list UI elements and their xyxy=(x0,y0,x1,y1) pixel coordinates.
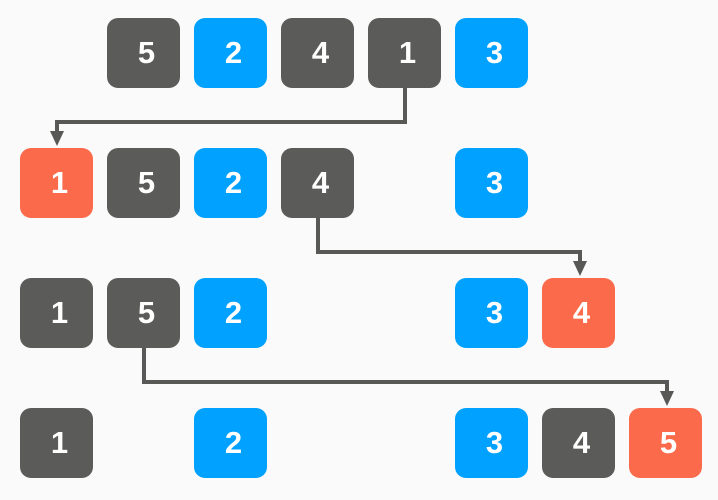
array-cell-value: 1 xyxy=(50,294,69,330)
array-cell[interactable]: 1 xyxy=(368,18,441,88)
array-cell[interactable]: 2 xyxy=(194,18,267,88)
array-cell-value: 2 xyxy=(224,34,243,70)
array-cell[interactable]: 5 xyxy=(107,148,180,218)
array-cell-value: 4 xyxy=(311,34,330,70)
array-cell-value: 2 xyxy=(224,294,243,330)
connector-arrow xyxy=(50,88,407,146)
array-cell-value: 5 xyxy=(137,294,156,330)
array-cell-value: 4 xyxy=(311,164,330,200)
array-cell[interactable]: 4 xyxy=(542,408,615,478)
array-cell[interactable]: 1 xyxy=(20,278,93,348)
array-cell[interactable]: 4 xyxy=(542,278,615,348)
array-cell-value: 4 xyxy=(572,424,591,460)
arrowhead-icon xyxy=(573,261,587,276)
array-cell[interactable]: 3 xyxy=(455,408,528,478)
array-cell[interactable]: 5 xyxy=(107,18,180,88)
connector-arrow xyxy=(316,218,587,276)
array-cell-value: 3 xyxy=(485,164,504,200)
array-cell-value: 5 xyxy=(137,34,156,70)
array-cell-value: 1 xyxy=(50,164,69,200)
array-cell-value: 4 xyxy=(572,294,591,330)
connector-line xyxy=(55,88,407,133)
array-cell[interactable]: 3 xyxy=(455,18,528,88)
array-cell[interactable]: 3 xyxy=(455,278,528,348)
array-cell[interactable]: 2 xyxy=(194,278,267,348)
array-cell-value: 3 xyxy=(485,34,504,70)
array-cell-value: 1 xyxy=(50,424,69,460)
array-cell-value: 3 xyxy=(485,424,504,460)
array-cell[interactable]: 5 xyxy=(107,278,180,348)
array-cell[interactable]: 2 xyxy=(194,148,267,218)
array-cell[interactable]: 1 xyxy=(20,148,93,218)
array-cell[interactable]: 4 xyxy=(281,148,354,218)
array-cell-value: 3 xyxy=(485,294,504,330)
array-cell[interactable]: 3 xyxy=(455,148,528,218)
array-cell[interactable]: 2 xyxy=(194,408,267,478)
connector-line xyxy=(316,218,582,263)
array-cell-value: 2 xyxy=(224,164,243,200)
connector-arrow xyxy=(142,348,674,406)
connector-line xyxy=(142,348,669,393)
arrowhead-icon xyxy=(660,391,674,406)
array-cell[interactable]: 4 xyxy=(281,18,354,88)
array-cell-value: 5 xyxy=(137,164,156,200)
array-cell-value: 2 xyxy=(224,424,243,460)
array-cell-value: 1 xyxy=(398,34,417,70)
array-cell-value: 5 xyxy=(659,424,678,460)
array-cell[interactable]: 1 xyxy=(20,408,93,478)
array-cell[interactable]: 5 xyxy=(629,408,702,478)
arrowhead-icon xyxy=(50,131,64,146)
